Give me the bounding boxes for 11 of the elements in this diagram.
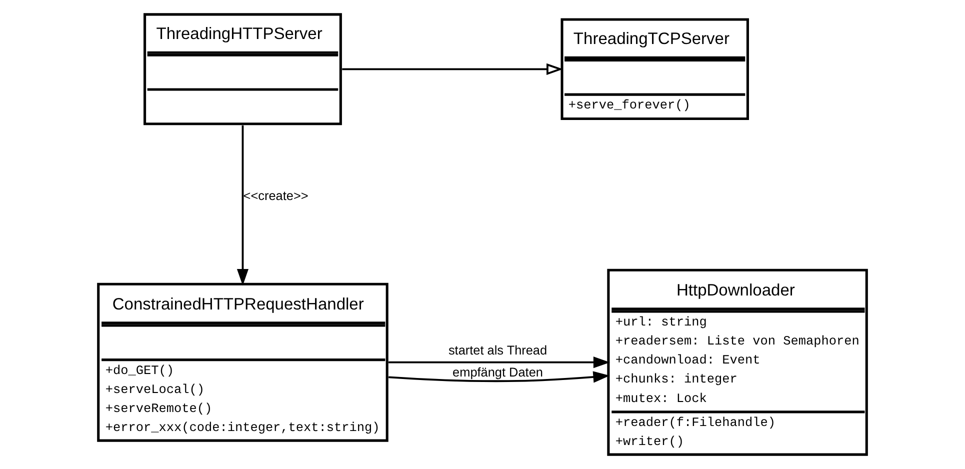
arrow xyxy=(342,63,564,75)
edge-label: empfängt Daten xyxy=(452,364,543,380)
edge-label: startet als Thread xyxy=(448,342,548,358)
node-box: HttpDownloader +url: string +readersem: Liste von Semaphoren +candownload: Event +chunks: integer +mutex: Lock +reader(f:Filehandle) +writer() xyxy=(607,268,868,456)
arrow xyxy=(236,125,249,286)
arrow xyxy=(388,356,610,368)
node-box: ThreadingHTTPServer xyxy=(144,13,342,126)
edge-label: <<create>> xyxy=(243,188,308,204)
node-box: ConstrainedHTTPRequestHandler +do_GET() +serveLocal() +serveRemote() +error_xxx(code:integer,text:string) xyxy=(97,282,388,442)
node-box: ThreadingTCPServer +serve_forever() xyxy=(560,18,749,120)
arrow xyxy=(388,371,610,383)
